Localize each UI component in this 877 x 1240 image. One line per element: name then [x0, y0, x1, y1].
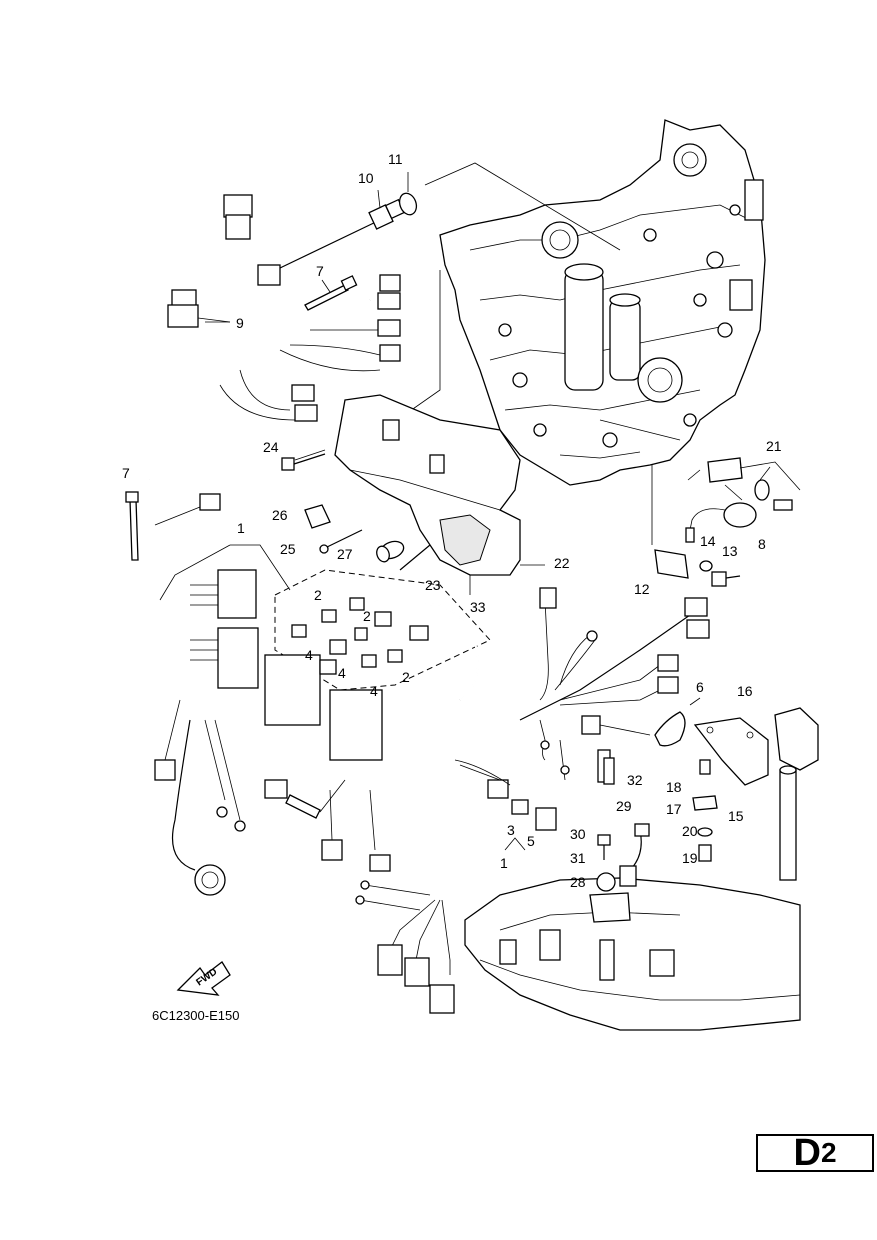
callout-32: 32: [627, 772, 643, 788]
part-10-sensor-lead: [257, 172, 418, 286]
part-30-bolt: [597, 834, 611, 846]
part-28-bracket: [589, 872, 631, 923]
part-19-bolt: [698, 844, 712, 862]
wire-to-6: [599, 724, 651, 736]
part-24-bolt: [281, 449, 326, 471]
callout-2-c: 2: [402, 669, 410, 685]
upper-harness-branch: [148, 274, 401, 481]
callout-5: 5: [527, 833, 535, 849]
callout-27: 27: [337, 546, 353, 562]
connector-near-6: [581, 715, 601, 735]
callout-12: 12: [634, 581, 650, 597]
main-harness-left: [147, 480, 562, 793]
callout-26: 26: [272, 507, 288, 523]
reference-code: 6C12300-E150: [152, 1008, 239, 1023]
callout-1-bottom: 1: [500, 855, 508, 871]
callout-labels: 1 1 2 2 2 3 4 4 4 5 6 7 7 8 9 10 11 12 1…: [122, 151, 782, 890]
part-8-grommet: [685, 502, 757, 543]
right-harness-branches: [519, 587, 710, 781]
callout-11: 11: [388, 151, 403, 167]
callout-20: 20: [682, 823, 698, 839]
callout-10: 10: [358, 170, 374, 186]
callout-33: 33: [470, 599, 486, 615]
fwd-arrow-icon: FWD: [176, 961, 231, 996]
callout-22: 22: [554, 555, 570, 571]
part-9-lead-wire: [167, 143, 253, 328]
callout-24: 24: [263, 439, 279, 455]
part-16-bracket: [693, 717, 769, 786]
callout-14: 14: [700, 533, 716, 549]
part-13-bolt: [711, 571, 741, 587]
callout-31: 31: [570, 850, 586, 866]
leader-11-to-engine: [424, 162, 621, 251]
callout-28: 28: [570, 874, 586, 890]
page-tag-number: 2: [820, 1137, 837, 1168]
harness-down: [355, 779, 455, 1014]
callout-2-b: 2: [363, 608, 371, 624]
part-17-plate: [692, 795, 718, 811]
callout-3: 3: [507, 822, 515, 838]
callout-17: 17: [666, 801, 682, 817]
part-25-screw: [324, 529, 363, 549]
callout-19: 19: [682, 850, 698, 866]
callout-30: 30: [570, 826, 586, 842]
relay-group: [190, 569, 491, 761]
callout-6: 6: [696, 679, 704, 695]
engine-block: [439, 119, 766, 486]
part-7-tie-strap-upper: [304, 275, 358, 311]
callout-4-b: 4: [338, 665, 346, 681]
part-27-grommet: [376, 540, 405, 563]
callout-18: 18: [666, 779, 682, 795]
callout-7-upper: 7: [316, 263, 324, 279]
callout-9: 9: [236, 315, 244, 331]
lower-left-connectors: [154, 699, 246, 896]
part-23-screw: [399, 544, 431, 571]
part-18-collar: [699, 759, 711, 775]
callout-2-a: 2: [314, 587, 322, 603]
right-gear-detail: [774, 707, 819, 881]
page-tag: D 2: [756, 1134, 874, 1172]
part-25-head: [319, 544, 329, 554]
callout-29: 29: [616, 798, 632, 814]
callout-7-left: 7: [122, 465, 130, 481]
part-29-lead: [619, 823, 650, 887]
lower-mount-outline: [464, 877, 801, 1031]
callout-15: 15: [728, 808, 744, 824]
part-22-electrical-cover: [334, 394, 521, 576]
part-21-sensor: [707, 457, 801, 511]
part-7-tie-strap-left: [125, 491, 139, 561]
callout-23: 23: [425, 577, 441, 593]
callout-4-a: 4: [305, 647, 313, 663]
part-14-washer: [699, 560, 713, 572]
callout-leaders: [159, 321, 743, 851]
part-6-clamp: [654, 697, 701, 747]
left-wire: [154, 504, 206, 526]
lower-mid-sensor: [264, 779, 391, 872]
callout-1-top: 1: [237, 520, 245, 536]
callout-4-c: 4: [370, 683, 378, 699]
part-26-clip: [304, 504, 331, 529]
callout-16: 16: [737, 683, 753, 699]
left-connector: [199, 493, 221, 511]
part-20-washer: [697, 827, 713, 837]
callout-21: 21: [766, 438, 782, 454]
part-32-connector: [597, 749, 615, 785]
part-12-bracket: [651, 465, 689, 579]
page-tag-letter: D: [793, 1132, 821, 1174]
part-3-5-connectors: [454, 759, 557, 831]
callout-13: 13: [722, 543, 738, 559]
callout-25: 25: [280, 541, 296, 557]
callout-8: 8: [758, 536, 766, 552]
